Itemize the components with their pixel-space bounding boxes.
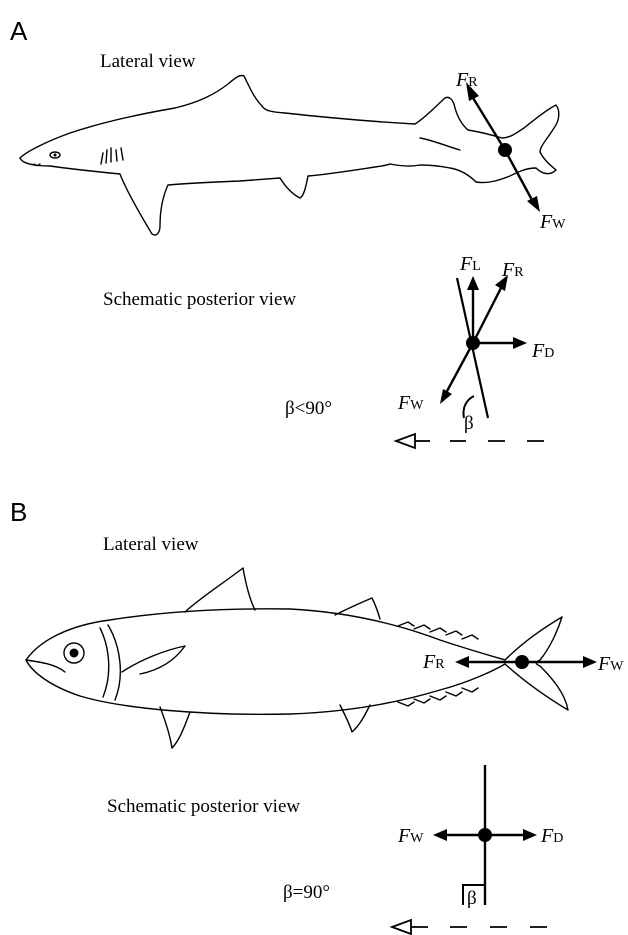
label-fr: FR	[455, 69, 478, 91]
pivot-dot	[515, 655, 529, 669]
panel-a-angle-label: β<90°	[285, 398, 332, 419]
beta-symbol: β	[467, 888, 477, 909]
shark-outline-icon	[20, 75, 559, 235]
panel-b-letter: B	[10, 497, 27, 527]
arrowhead-icon	[433, 829, 447, 841]
pivot-dot	[466, 336, 480, 350]
arrowhead-icon	[513, 337, 527, 349]
panel-b: B Lateral view	[10, 497, 624, 934]
swimming-direction-arrow-icon	[392, 920, 547, 934]
panel-b-lateral-forces: FR FW	[422, 651, 624, 675]
label-fw: FW	[397, 825, 424, 847]
label-fd: FD	[540, 825, 563, 847]
arrowhead-icon	[467, 276, 479, 290]
panel-b-angle-label: β=90°	[283, 882, 330, 903]
label-fw: FW	[597, 653, 624, 675]
label-fl: FL	[459, 253, 481, 275]
label-fd: FD	[531, 340, 554, 362]
panel-a-lateral-caption: Lateral view	[100, 51, 196, 72]
panel-a-schematic-caption: Schematic posterior view	[103, 289, 296, 310]
pivot-dot	[478, 828, 492, 842]
panel-a: A Lateral view FR FW Schematic post	[10, 16, 566, 448]
arrowhead-icon	[440, 389, 452, 404]
label-fr: FR	[501, 259, 524, 281]
arrowhead-icon	[527, 196, 540, 212]
force-vector-arrow-icon	[505, 150, 532, 200]
panel-a-lateral-forces: FR FW	[455, 69, 566, 233]
beta-symbol: β	[464, 413, 474, 434]
label-fw: FW	[539, 211, 566, 233]
panel-b-schematic-caption: Schematic posterior view	[107, 796, 300, 817]
label-fr: FR	[422, 651, 445, 673]
panel-b-lateral-caption: Lateral view	[103, 534, 199, 555]
pivot-dot	[498, 143, 512, 157]
mackerel-outline-icon	[26, 568, 568, 748]
force-vector-arrow-icon	[446, 343, 473, 393]
panel-a-letter: A	[10, 16, 28, 46]
swimming-direction-arrow-icon	[396, 434, 544, 448]
arrowhead-icon	[523, 829, 537, 841]
force-vector-arrow-icon	[473, 286, 502, 343]
force-vector-arrow-icon	[470, 93, 505, 150]
arrowhead-icon	[583, 656, 597, 668]
panel-b-schematic: β FW FD	[397, 765, 563, 909]
label-fw: FW	[397, 392, 424, 414]
panel-a-schematic: β FL FR FD FW	[397, 253, 554, 434]
arrowhead-icon	[455, 656, 469, 668]
